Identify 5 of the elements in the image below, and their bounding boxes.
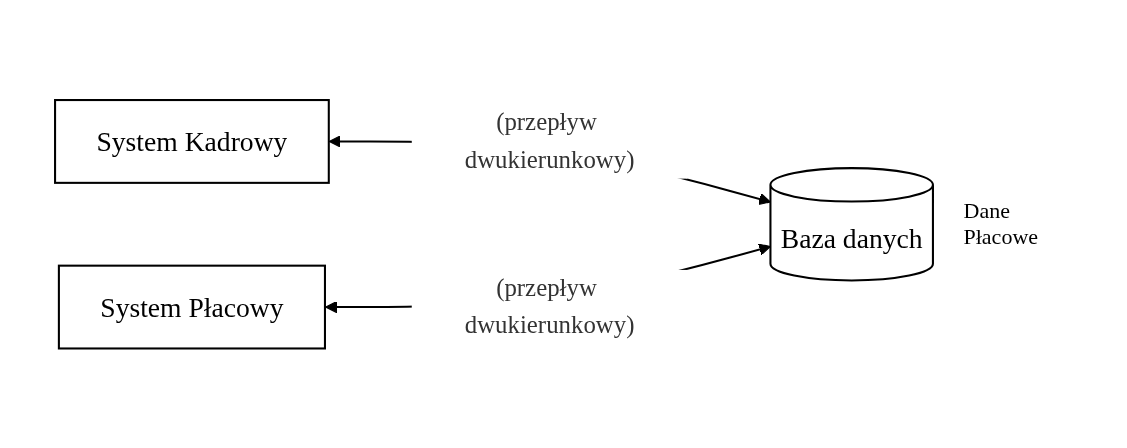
node-box: System Kadrowy — [53, 98, 330, 184]
node-box: System Płacowy — [57, 264, 326, 350]
edge-label: (przepływ dwukierunkowy) — [464, 273, 634, 339]
node-caption: Dane Płacowe — [963, 198, 1040, 250]
edge-label: (przepływ dwukierunkowy) — [464, 108, 634, 173]
